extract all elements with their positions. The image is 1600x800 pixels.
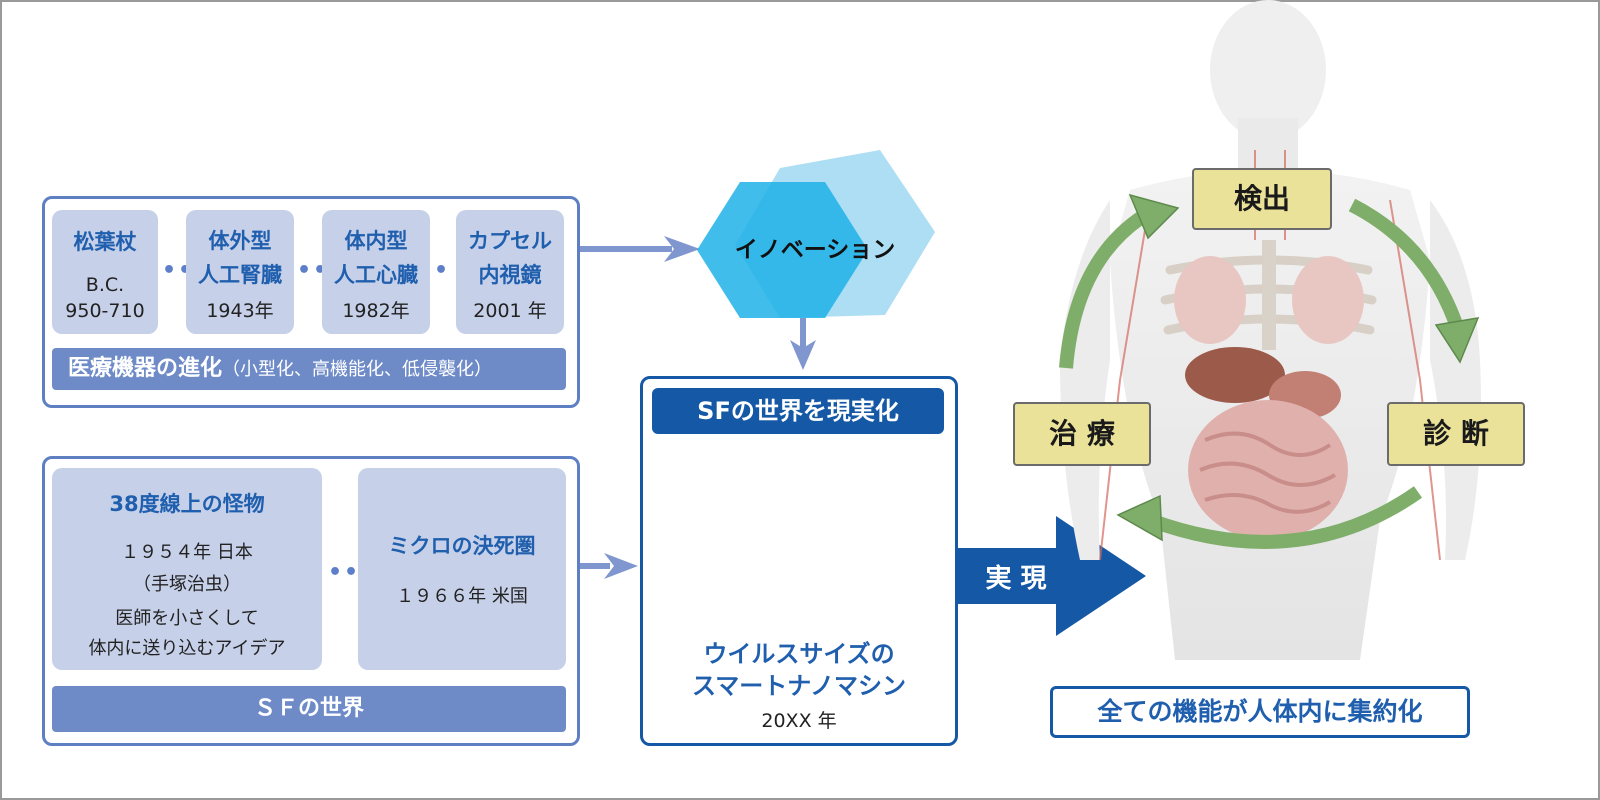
- nanomachine-year: 20XX 年: [761, 710, 837, 732]
- body-caption-box: 全ての機能が人体内に集約化: [1050, 686, 1470, 738]
- cycle-label-diagnose: 診 断: [1387, 402, 1525, 466]
- reality-header-band: SFの世界を現実化: [652, 388, 944, 434]
- evolution-card-artificial-heart: 体内型 人工心臓 1982年: [322, 210, 430, 334]
- evolution-card-capsule-endoscope: カプセル 内視鏡 2001 年: [456, 210, 564, 334]
- evolution-card-date: 2001 年: [473, 300, 547, 322]
- sf-card-title: 38度線上の怪物: [109, 492, 265, 516]
- reality-header: SFの世界を現実化: [697, 397, 899, 425]
- evolution-card-crutch: 松葉杖 B.C. 950-710: [52, 210, 158, 334]
- innovation-label: イノベーション: [734, 237, 896, 263]
- evolution-card-date: 1982年: [342, 300, 410, 322]
- nanomachine-name: ウイルスサイズの: [703, 640, 895, 668]
- evolution-caption-main: 医療機器の進化: [68, 356, 223, 381]
- evolution-caption-sub: （小型化、高機能化、低侵襲化）: [222, 359, 493, 380]
- sf-world-caption: ＳＦの世界: [253, 696, 364, 721]
- sf-card-year: １９６６年 米国: [396, 586, 528, 607]
- evolution-card-title: 人工腎臓: [198, 263, 282, 287]
- sf-card-fantastic-voyage: ミクロの決死圏 １９６６年 米国: [358, 468, 566, 670]
- cycle-label-treat: 治 療: [1013, 402, 1151, 466]
- evolution-card-date: 1943年: [206, 300, 274, 322]
- nanomachine-name: スマートナノマシン: [691, 672, 907, 700]
- evolution-card-title: 内視鏡: [478, 263, 542, 287]
- evolution-card-artificial-kidney: 体外型 人工腎臓 1943年: [186, 210, 294, 334]
- evolution-card-date: B.C.: [85, 274, 125, 296]
- evolution-card-title: 体内型: [344, 229, 408, 253]
- evolution-caption-band: 医療機器の進化（小型化、高機能化、低侵襲化）: [52, 348, 566, 390]
- sf-card-description: 体内に送り込むアイデア: [88, 638, 286, 659]
- evolution-card-title: 体外型: [208, 229, 272, 253]
- connector-dots: ••: [328, 560, 361, 585]
- cycle-label-detect: 検出: [1192, 168, 1332, 230]
- body-caption: 全ての機能が人体内に集約化: [1097, 697, 1423, 726]
- sf-card-38th-parallel-monster: 38度線上の怪物 １９５４年 日本 （手塚治虫） 医師を小さくして 体内に送り込…: [52, 468, 322, 670]
- sf-card-title: ミクロの決死圏: [388, 534, 536, 558]
- evolution-card-title: 松葉杖: [73, 230, 137, 254]
- sf-world-caption-band: ＳＦの世界: [52, 686, 566, 732]
- evolution-card-title: 人工心臓: [334, 263, 418, 287]
- sf-card-description: 医師を小さくして: [115, 608, 259, 629]
- evolution-card-date: 950-710: [65, 300, 145, 322]
- connector-dots: •: [434, 258, 451, 283]
- reality-panel: [640, 376, 958, 746]
- realize-label: 実 現: [985, 564, 1047, 594]
- sf-card-year: １９５４年 日本: [121, 542, 253, 563]
- sf-card-author: （手塚治虫）: [133, 574, 241, 595]
- evolution-card-title: カプセル: [468, 229, 552, 253]
